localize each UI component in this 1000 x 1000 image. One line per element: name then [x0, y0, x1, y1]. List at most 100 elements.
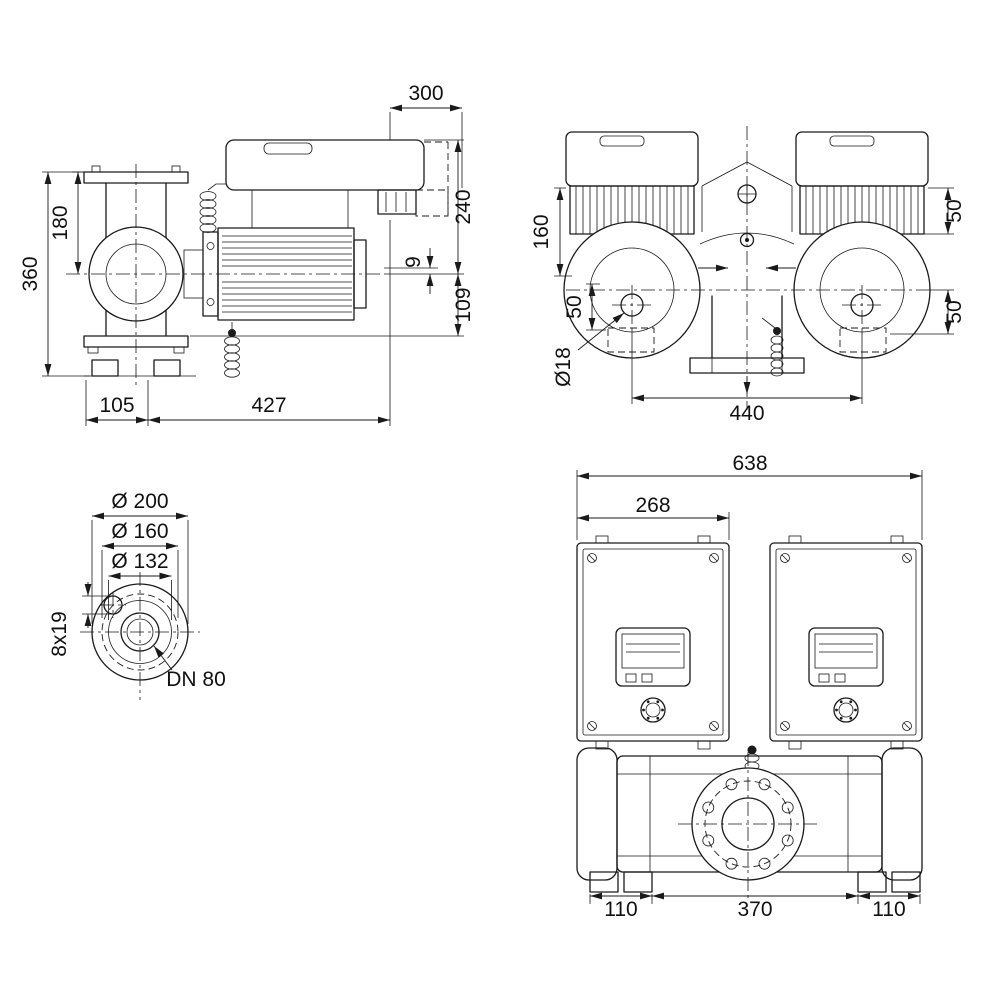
display-lines — [626, 643, 680, 653]
extension-lines — [101, 550, 179, 618]
top-dimensions: 638 268 110 370 110 — [576, 452, 923, 921]
knob-dot — [656, 716, 660, 720]
coil-loop — [199, 199, 217, 209]
dim-label-8x19: 8x19 — [48, 611, 71, 657]
coil-loop — [199, 191, 217, 201]
side-cable-coils — [199, 183, 240, 378]
motor-fins — [222, 235, 352, 313]
flange-stud — [171, 165, 181, 173]
display-housing — [615, 627, 691, 687]
flange-hole — [781, 834, 794, 847]
dim-label-front-50-upper-right: 50 — [943, 199, 966, 222]
motor-fins-left — [575, 186, 689, 234]
knob-dot — [849, 700, 853, 704]
display-button — [641, 673, 653, 683]
lantern-bolt — [206, 242, 215, 250]
dim-label-side-180: 180 — [49, 205, 72, 240]
knob-dot — [646, 716, 650, 720]
dim-label-front-50-left: 50 — [563, 295, 586, 318]
module-outline — [576, 542, 730, 742]
top-module-right — [769, 535, 923, 750]
extension-lines — [576, 470, 923, 540]
control-knob — [640, 697, 666, 723]
coil-loop — [224, 368, 240, 378]
discharge-column — [711, 295, 783, 359]
cable-lead — [207, 183, 226, 191]
display-screen — [621, 633, 685, 669]
flange-outer-circle — [91, 583, 189, 681]
foot — [891, 871, 921, 893]
bolt-hole-crosshair — [100, 592, 126, 618]
flange-bolt — [173, 346, 185, 354]
corner-screw — [587, 721, 597, 731]
coil-loop — [199, 223, 217, 233]
raised-face-circle — [108, 600, 172, 664]
flange-hole — [758, 857, 771, 870]
dim-label-side-9: 9 — [402, 256, 425, 268]
dim-label-top-110-left: 110 — [604, 898, 637, 921]
foot — [589, 871, 619, 893]
lantern-bolt — [206, 298, 215, 306]
bolt-circle — [101, 593, 179, 671]
foot — [857, 871, 887, 893]
knob-dot — [849, 716, 853, 720]
leader-foot-hole — [577, 312, 625, 351]
extension-lines — [108, 580, 172, 620]
knob-dot — [839, 716, 843, 720]
display-screen — [814, 633, 878, 669]
flange-hole — [758, 778, 771, 791]
dim-label-top-110-right: 110 — [872, 898, 905, 921]
flange-dimensions: Ø 200 Ø 160 Ø 132 8x19 DN 80 — [48, 490, 226, 691]
shaft-circle — [126, 618, 154, 646]
flange-stud — [91, 165, 101, 173]
flange-crosshair — [678, 752, 818, 900]
terminal-ticks — [385, 192, 407, 212]
display-button — [818, 673, 830, 683]
dim-label-side-240: 240 — [452, 189, 475, 224]
bottom-flange-ticks — [711, 358, 783, 373]
cable-lead — [761, 317, 776, 329]
front-view: 160 50 50 50 Ø18 440 — [530, 126, 966, 425]
flange-hole — [725, 857, 738, 870]
corner-screw — [709, 553, 719, 563]
dim-label-top-268: 268 — [635, 494, 670, 517]
coil-loop — [770, 367, 784, 377]
pipe-lines — [105, 182, 167, 337]
dim-label-d132: Ø 132 — [111, 550, 168, 573]
front-centerlines — [566, 126, 930, 410]
leader-dn80 — [153, 645, 173, 671]
corner-screw — [902, 553, 912, 563]
module-display-window — [599, 135, 645, 147]
cable-plug — [747, 745, 757, 755]
dim-label-front-hole: Ø18 — [552, 347, 575, 387]
screw-slot — [588, 722, 596, 730]
knob-dot — [646, 700, 650, 704]
side-dimensions: 300 240 109 9 180 360 105 427 — [19, 82, 475, 426]
foot — [623, 871, 653, 893]
motor-fins-right — [805, 186, 919, 234]
module-tab — [697, 740, 711, 750]
dim-label-top-638: 638 — [732, 452, 767, 475]
dim-label-front-50-lower-right: 50 — [943, 300, 966, 323]
control-knob — [833, 697, 859, 723]
knob-dot — [839, 700, 843, 704]
extension-lines — [91, 520, 189, 624]
knob-dot — [835, 708, 838, 712]
extension-lines — [389, 112, 463, 188]
flange-bolt — [87, 346, 99, 354]
cable-plug — [773, 327, 781, 335]
dim-label-front-160: 160 — [530, 214, 553, 249]
screw-slot — [903, 554, 911, 562]
module-display-window — [263, 142, 313, 155]
cable-plug — [228, 329, 236, 337]
display-button — [834, 673, 846, 683]
flange-hole — [725, 778, 738, 791]
dim-label-side-427: 427 — [251, 394, 286, 417]
bore-circle — [120, 612, 160, 652]
dim-label-side-105: 105 — [99, 394, 134, 417]
module-display-window — [829, 135, 875, 147]
screw-slot — [710, 554, 718, 562]
dim-label-dn80: DN 80 — [166, 668, 226, 691]
